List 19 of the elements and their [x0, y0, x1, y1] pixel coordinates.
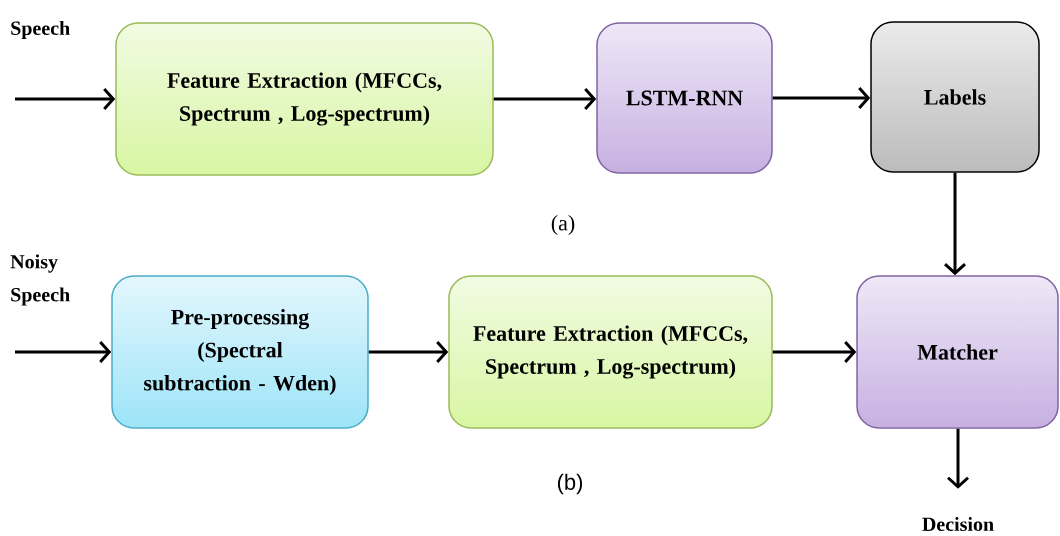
process-box: Matcher [856, 275, 1059, 429]
process-box: Feature Extraction (MFCCs, Spectrum , Log-spectrum) [115, 22, 494, 176]
process-box: Labels [870, 21, 1040, 173]
process-box: Pre-processing (Spectral subtraction - Wden) [111, 275, 369, 429]
arrow [944, 172, 966, 276]
input-label: Noisy Speech [10, 254, 70, 306]
arrow [947, 428, 969, 489]
arrow [772, 341, 857, 363]
arrow [15, 341, 112, 363]
arrow [772, 87, 871, 109]
arrow [15, 88, 116, 110]
panel-label: (b) [557, 473, 583, 495]
input-label: Speech [11, 20, 70, 40]
panel-label: (a) [551, 215, 575, 235]
process-box: Feature Extraction (MFCCs, Spectrum , Log-spectrum) [448, 275, 773, 429]
arrow [368, 341, 449, 363]
arrow [493, 88, 597, 110]
output-label: Decision [922, 516, 994, 532]
process-box: LSTM-RNN [596, 22, 773, 174]
